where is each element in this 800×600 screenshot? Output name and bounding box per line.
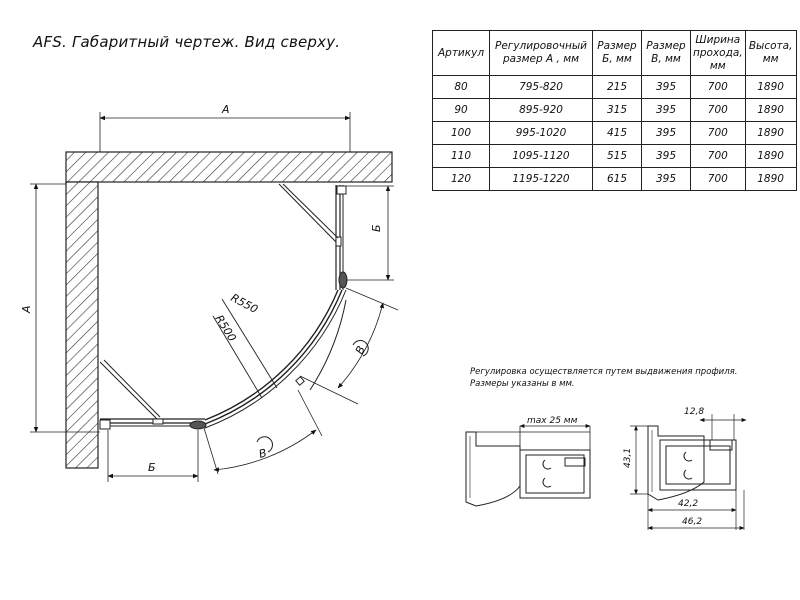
dim-v-bottom-label: В <box>257 446 268 461</box>
profile-left <box>465 424 591 507</box>
dim-b-bottom-label: Б <box>148 461 156 474</box>
width-top-label: 12,8 <box>684 407 704 417</box>
right-side-panel <box>278 183 348 290</box>
dim-b-right <box>346 185 394 281</box>
table-cell: 615 <box>592 167 642 191</box>
table-cell: 395 <box>641 98 691 122</box>
table-cell: 395 <box>641 167 691 191</box>
table-cell: 795-820 <box>489 75 593 99</box>
table-cell: 1890 <box>744 75 797 99</box>
table-cell: 100 <box>432 121 490 145</box>
table-cell: 1195-1220 <box>489 167 593 191</box>
wall-left <box>65 181 99 469</box>
dim-b-bottom <box>107 430 199 482</box>
radius-outer-label: R550 <box>229 291 260 316</box>
col-adjust: Регулировочный размер А , мм <box>489 30 593 76</box>
spec-table: Артикул Регулировочный размер А , мм Раз… <box>432 30 797 191</box>
wall-top <box>65 151 393 183</box>
spec-table-header: Артикул Регулировочный размер А , мм Раз… <box>432 30 797 76</box>
radius-leaders <box>212 298 278 399</box>
table-row: 100 995-1020 415 395 700 1890 <box>432 121 797 145</box>
dim-a-left <box>30 183 100 433</box>
table-cell: 395 <box>641 75 691 99</box>
curved-doors <box>204 289 347 429</box>
table-row: 110 1095-1120 515 395 700 1890 <box>432 144 797 168</box>
table-row: 90 895-920 315 395 700 1890 <box>432 98 797 122</box>
drawing-title: AFS. Габаритный чертеж. Вид сверху. <box>33 33 341 51</box>
table-cell: 700 <box>690 167 746 191</box>
dim-a-top-label: A <box>221 103 230 116</box>
left-side-panel <box>99 359 207 430</box>
profile-right <box>630 414 747 530</box>
height-label: 43,1 <box>623 448 633 468</box>
table-cell: 700 <box>690 121 746 145</box>
col-size-b: Размер Б, мм <box>592 30 642 76</box>
table-cell: 1890 <box>744 98 797 122</box>
width-total-label: 46,2 <box>682 517 702 527</box>
col-size-v: Размер В, мм <box>641 30 691 76</box>
table-cell: 1890 <box>744 167 797 191</box>
table-cell: 1890 <box>744 121 797 145</box>
table-cell: 395 <box>641 144 691 168</box>
table-row: 80 795-820 215 395 700 1890 <box>432 75 797 99</box>
col-article: Артикул <box>432 30 490 76</box>
width-mid-label: 42,2 <box>678 499 698 509</box>
dim-v-right <box>299 287 399 405</box>
note-line: Регулировка осуществляется путем выдвиже… <box>470 367 738 377</box>
dim-v-bottom <box>203 389 323 475</box>
col-passage: Ширина прохода, мм <box>690 30 746 76</box>
note-line: Размеры указаны в мм. <box>470 379 575 389</box>
adjustment-note: Регулировка осуществляется путем выдвиже… <box>470 366 737 390</box>
dim-a-top <box>99 112 351 152</box>
table-cell: 700 <box>690 144 746 168</box>
max-shift-label: max 25 мм <box>527 416 578 426</box>
dim-a-left-label: A <box>20 305 33 314</box>
dim-b-right-label: Б <box>370 224 383 232</box>
radius-inner-label: R500 <box>212 313 238 344</box>
table-cell: 80 <box>432 75 490 99</box>
table-cell: 120 <box>432 167 490 191</box>
table-row: 120 1195-1220 615 395 700 1890 <box>432 167 797 191</box>
